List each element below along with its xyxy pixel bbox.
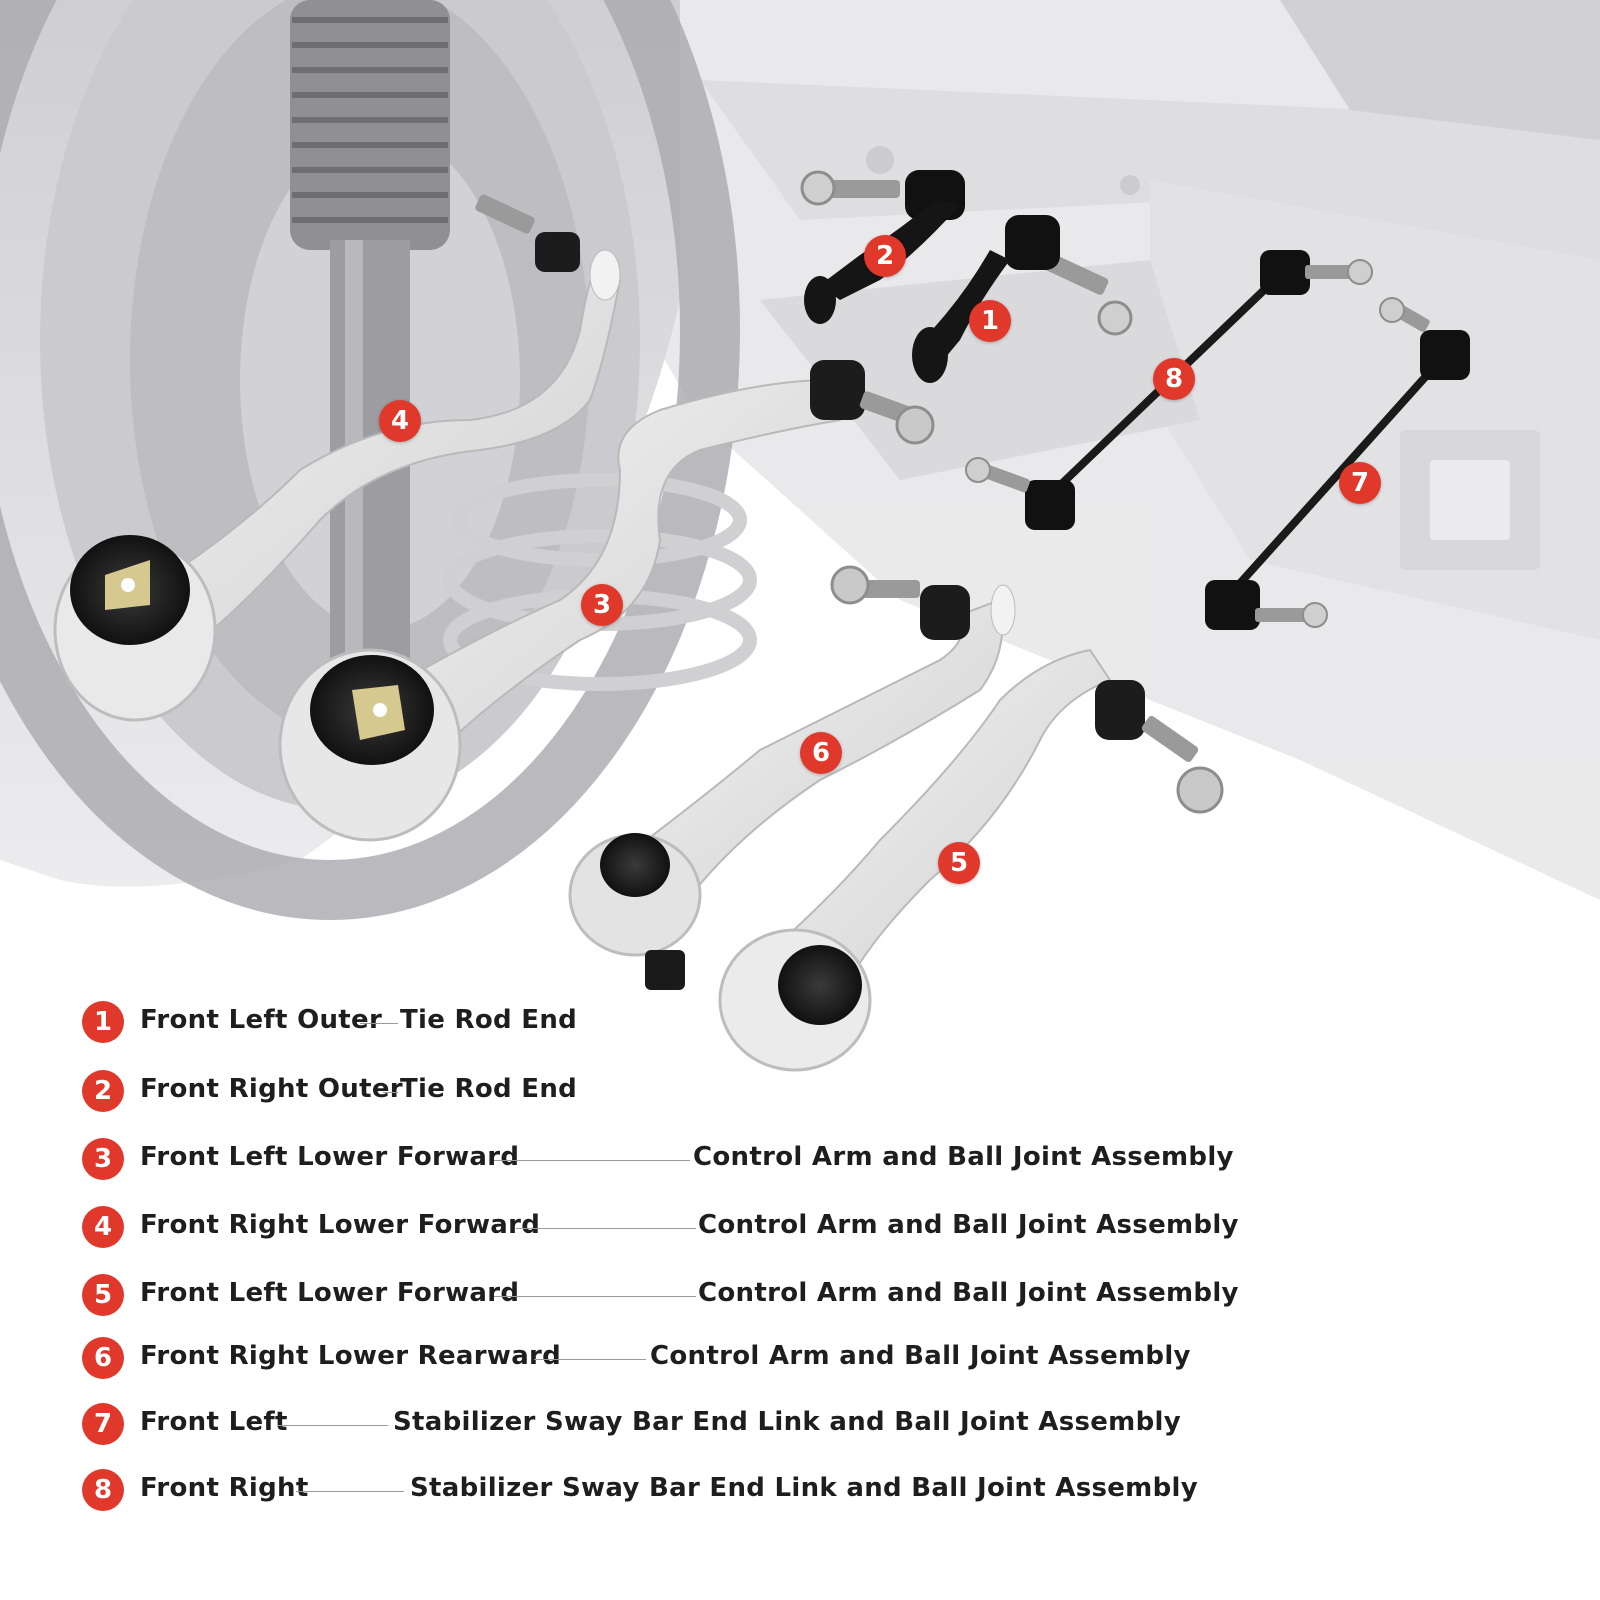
sway-bar-link-7 bbox=[1205, 297, 1470, 630]
legend-connector-line bbox=[534, 1359, 646, 1360]
legend-connector-line bbox=[296, 1491, 404, 1492]
legend-position: Front Right Outer bbox=[140, 1074, 403, 1104]
legend-item-6: 6 Front Right Lower Rearward Control Arm… bbox=[0, 1333, 1300, 1383]
legend-position: Front Right Lower Forward bbox=[140, 1210, 541, 1240]
legend-number-badge: 1 bbox=[82, 1001, 124, 1043]
legend-connector-line bbox=[383, 1092, 398, 1093]
legend-item-4: 4 Front Right Lower Forward Control Arm … bbox=[0, 1202, 1300, 1252]
legend-position: Front Left bbox=[140, 1407, 288, 1437]
legend-connector-line bbox=[494, 1160, 690, 1161]
legend-part: Stabilizer Sway Bar End Link and Ball Jo… bbox=[393, 1407, 1181, 1437]
marker-3: 3 bbox=[581, 584, 623, 626]
control-arm-3 bbox=[278, 360, 935, 842]
legend-number-badge: 7 bbox=[82, 1403, 124, 1445]
tie-rod-end-1 bbox=[912, 215, 1133, 383]
sway-bar-link-8 bbox=[965, 250, 1373, 530]
marker-7: 7 bbox=[1339, 462, 1381, 504]
legend-part: Control Arm and Ball Joint Assembly bbox=[693, 1142, 1234, 1172]
legend-number-badge: 5 bbox=[82, 1274, 124, 1316]
legend-part: Control Arm and Ball Joint Assembly bbox=[650, 1341, 1191, 1371]
control-arm-4 bbox=[53, 194, 622, 722]
legend-number-badge: 4 bbox=[82, 1206, 124, 1248]
legend-item-7: 7 Front Left Stabilizer Sway Bar End Lin… bbox=[0, 1399, 1300, 1449]
legend-position: Front Right Lower Rearward bbox=[140, 1341, 562, 1371]
legend-part: Tie Rod End bbox=[400, 1074, 578, 1104]
legend-connector-line bbox=[516, 1228, 696, 1229]
control-arm-5 bbox=[718, 648, 1224, 1072]
legend-number-badge: 2 bbox=[82, 1070, 124, 1112]
legend-connector-line bbox=[494, 1296, 696, 1297]
legend-position: Front Left Lower Forward bbox=[140, 1142, 520, 1172]
legend-item-2: 2 Front Right Outer Tie Rod End bbox=[0, 1066, 1300, 1116]
marker-2: 2 bbox=[864, 235, 906, 277]
legend-part: Stabilizer Sway Bar End Link and Ball Jo… bbox=[410, 1473, 1198, 1503]
legend-number-badge: 6 bbox=[82, 1337, 124, 1379]
legend-item-8: 8 Front Right Stabilizer Sway Bar End Li… bbox=[0, 1465, 1300, 1515]
legend-number-badge: 8 bbox=[82, 1469, 124, 1511]
legend-item-3: 3 Front Left Lower Forward Control Arm a… bbox=[0, 1134, 1300, 1184]
marker-4: 4 bbox=[379, 400, 421, 442]
legend-part: Control Arm and Ball Joint Assembly bbox=[698, 1278, 1239, 1308]
marker-1: 1 bbox=[969, 300, 1011, 342]
legend-position: Front Right bbox=[140, 1473, 309, 1503]
marker-5: 5 bbox=[938, 842, 980, 884]
legend-connector-line bbox=[278, 1425, 388, 1426]
legend-connector-line bbox=[360, 1023, 398, 1024]
legend-part: Control Arm and Ball Joint Assembly bbox=[698, 1210, 1239, 1240]
legend-number-badge: 3 bbox=[82, 1138, 124, 1180]
marker-8: 8 bbox=[1153, 358, 1195, 400]
legend-item-1: 1 Front Left Outer Tie Rod End bbox=[0, 997, 1300, 1047]
legend-part: Tie Rod End bbox=[400, 1005, 578, 1035]
legend-position: Front Left Outer bbox=[140, 1005, 383, 1035]
marker-6: 6 bbox=[800, 732, 842, 774]
legend-item-5: 5 Front Left Lower Forward Control Arm a… bbox=[0, 1270, 1300, 1320]
legend-position: Front Left Lower Forward bbox=[140, 1278, 520, 1308]
